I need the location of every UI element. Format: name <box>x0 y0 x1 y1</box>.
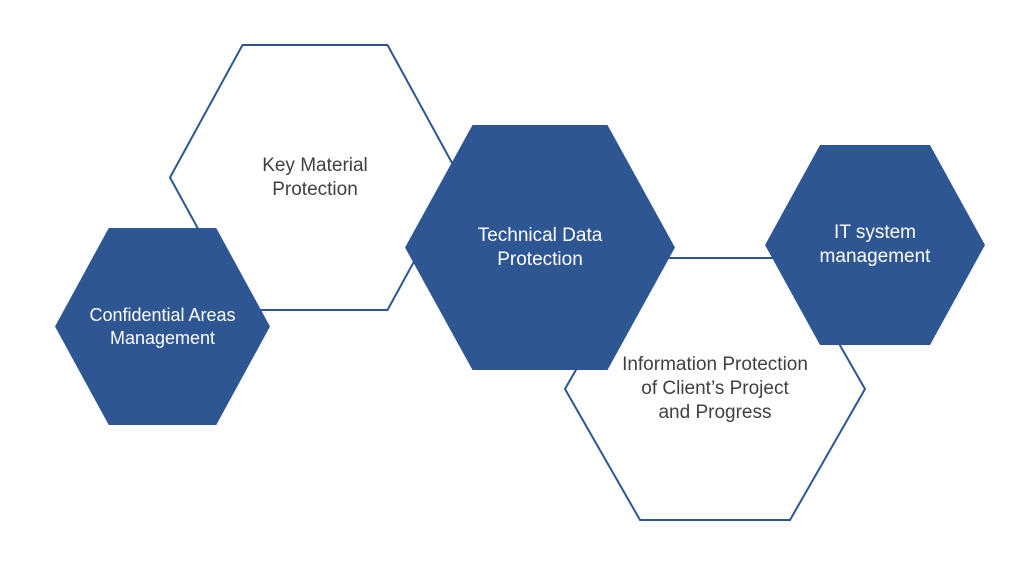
hexagon-it-system-management: IT system management <box>765 145 985 345</box>
hexagon-filled-shape-icon <box>55 228 270 425</box>
hexagon-filled-shape-icon <box>405 125 675 370</box>
hexagon-confidential-areas-management: Confidential Areas Management <box>55 228 270 425</box>
hexagon-technical-data-protection: Technical Data Protection <box>405 125 675 370</box>
hexagon-filled-shape-icon <box>765 145 985 345</box>
